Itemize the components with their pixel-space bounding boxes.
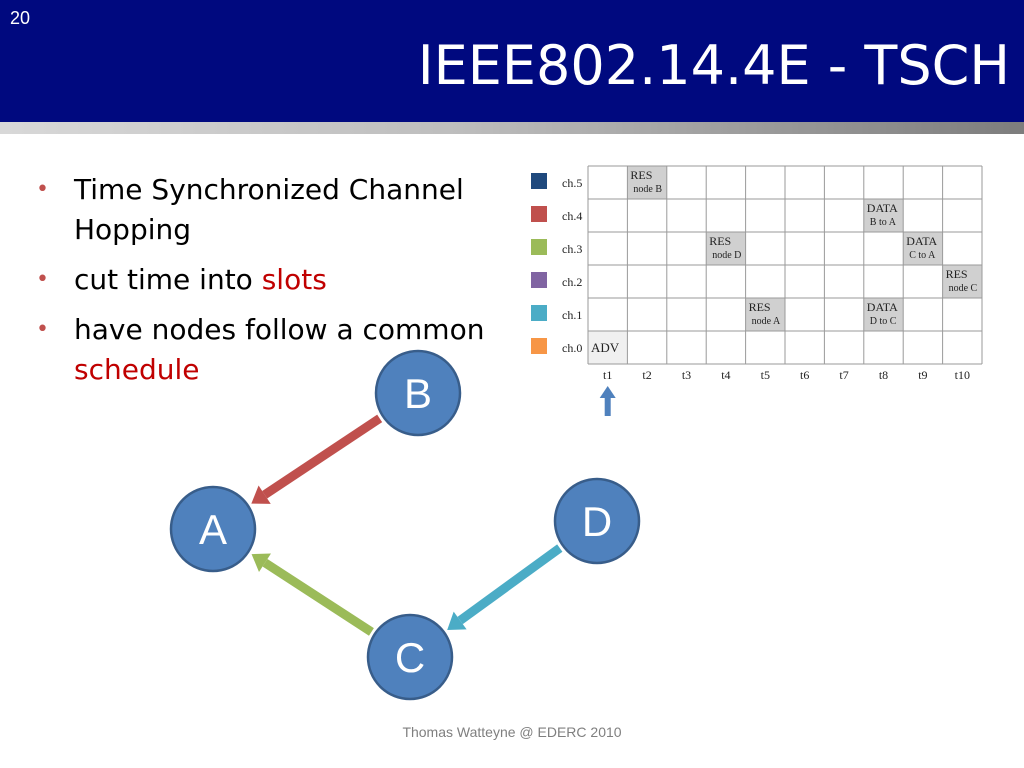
bullet-dot-icon: • — [36, 177, 49, 202]
emphasized-text: slots — [261, 263, 327, 296]
timeslot-label: t2 — [642, 368, 651, 382]
header-gradient-band — [0, 122, 1024, 134]
schedule-cell-subtitle: node C — [949, 283, 978, 294]
schedule-cell-title: DATA — [906, 234, 937, 248]
channel-color-swatch — [531, 305, 547, 321]
node-circle — [366, 613, 454, 701]
edge-arrow-b-to-a — [251, 414, 383, 504]
schedule-cell-subtitle: node B — [633, 184, 662, 195]
timeslot-label: t1 — [603, 368, 612, 382]
tsch-schedule-grid: ch.5 ch.4 ch.3 ch.2 ch.1 ch.0 RES node B DATA B t… — [531, 165, 983, 416]
schedule-cell-subtitle: D to C — [870, 316, 897, 327]
node-circle — [374, 349, 462, 437]
schedule-cell-title: ADV — [591, 340, 620, 355]
bullet-item: • cut time into slots — [36, 260, 496, 300]
schedule-cell-title: RES — [709, 234, 731, 248]
schedule-cell-title: RES — [946, 267, 968, 281]
schedule-cell — [627, 166, 667, 199]
node-label: D — [582, 498, 612, 545]
channel-label: ch.4 — [562, 209, 582, 223]
bullet-text: have nodes follow a common — [74, 313, 485, 346]
node-a: A — [169, 485, 257, 573]
slide-number: 20 — [10, 8, 31, 28]
channel-color-swatch — [531, 338, 547, 354]
bullet-item: • Time Synchronized Channel Hopping — [36, 170, 496, 250]
timeslot-label: t10 — [955, 368, 970, 382]
channel-label: ch.0 — [562, 341, 582, 355]
timeslot-label: t3 — [682, 368, 691, 382]
schedule-cell — [588, 331, 628, 364]
timeslot-label: t9 — [918, 368, 927, 382]
channel-color-swatch — [531, 206, 547, 222]
schedule-cell-subtitle: C to A — [909, 250, 936, 261]
channel-color-swatch — [531, 239, 547, 255]
schedule-cell-subtitle: node D — [712, 250, 741, 261]
bullet-dot-icon: • — [36, 267, 49, 292]
slide-header — [0, 0, 1024, 122]
edge-arrow-d-to-c — [447, 544, 563, 630]
slide-footer: Thomas Watteyne @ EDERC 2010 — [402, 724, 622, 740]
timeslot-label: t4 — [721, 368, 730, 382]
node-circle — [169, 485, 257, 573]
schedule-cell — [706, 232, 746, 265]
edge-arrow-c-to-a — [251, 553, 374, 636]
schedule-cell-title: DATA — [867, 300, 898, 314]
schedule-cell-title: DATA — [867, 201, 898, 215]
schedule-cell-subtitle: B to A — [870, 217, 897, 228]
node-d: D — [553, 477, 641, 565]
bullet-list: • Time Synchronized Channel Hopping • cut t… — [36, 170, 496, 400]
bullet-text: Time Synchronized Channel Hopping — [74, 173, 464, 246]
node-circle — [553, 477, 641, 565]
network-graph: B A D C — [169, 349, 641, 701]
node-label: A — [199, 506, 227, 553]
node-label: B — [404, 370, 432, 417]
node-c: C — [366, 613, 454, 701]
channel-label: ch.2 — [562, 275, 582, 289]
schedule-cell-title: RES — [630, 168, 652, 182]
schedule-cell-subtitle: node A — [752, 316, 781, 327]
schedule-cell — [863, 199, 904, 232]
channel-label: ch.1 — [562, 308, 582, 322]
channel-label: ch.5 — [562, 176, 582, 190]
channel-color-swatch — [531, 272, 547, 288]
slide-title: IEEE802.14.4E - TSCH — [417, 34, 1010, 97]
emphasized-text: schedule — [74, 353, 200, 386]
schedule-cell-title: RES — [749, 300, 771, 314]
node-b: B — [374, 349, 462, 437]
channel-label: ch.3 — [562, 242, 582, 256]
schedule-cell — [863, 298, 904, 331]
bullet-text: cut time into — [74, 263, 262, 296]
timeslot-label: t5 — [761, 368, 770, 382]
timeslot-label: t8 — [879, 368, 888, 382]
schedule-cell — [942, 265, 982, 298]
timeslot-label: t7 — [839, 368, 848, 382]
schedule-cell — [745, 298, 785, 331]
bullet-item: • have nodes follow a common schedule — [36, 310, 496, 390]
current-slot-arrow-icon — [599, 386, 616, 416]
bullet-dot-icon: • — [36, 317, 49, 342]
timeslot-label: t6 — [800, 368, 809, 382]
channel-color-swatch — [531, 173, 547, 189]
schedule-cell — [903, 232, 943, 265]
node-label: C — [395, 634, 425, 681]
